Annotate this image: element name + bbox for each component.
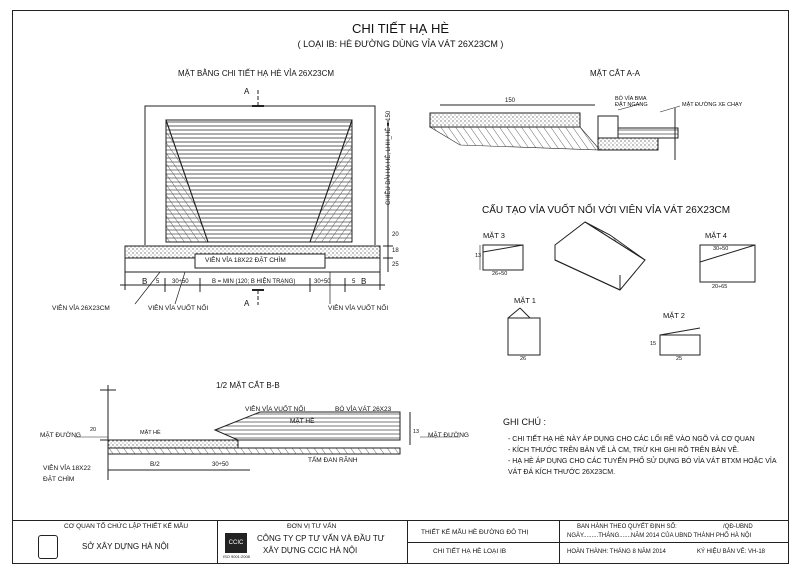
cau-tao-dim-25: 25 (676, 356, 683, 362)
cau-tao-title: CẤU TẠO VỈA VUỐT NỐI VỚI VIÊN VỈA VÁT 26… (482, 205, 731, 216)
tb-c3-top: THIẾT KẾ MẪU HÈ ĐƯỜNG ĐÔ THỊ (421, 529, 529, 536)
section-bb-dim-20: 20 (90, 427, 97, 433)
tb-c2-iso: ISO 9001:2008 (223, 554, 250, 559)
cau-tao-dim-30-50: 30÷50 (713, 246, 729, 252)
section-bb-bo-via: BÓ VỈA VÁT 26X23 (335, 406, 392, 413)
notes-item-1: - CHI TIẾT HẠ HÈ NÀY ÁP DỤNG CHO CÁC LỐI… (508, 436, 755, 443)
tb-c4-l3: HOÀN THÀNH: THÁNG 8 NĂM 2014 (567, 549, 666, 555)
section-bb-dim-13: 13 (413, 429, 420, 435)
section-mark-b-right: B (361, 277, 367, 286)
section-bb-b2: B/2 (150, 461, 160, 468)
section-bb-vuot-noi: VIÊN VỈA VUỐT NỐI (245, 406, 306, 413)
tb-c2-name1: CÔNG TY CP TƯ VẤN VÀ ĐẦU TƯ (257, 534, 385, 543)
plan-vertical-label: CHIỀU DÀI HẠ HÈ, LHH_HÈ = 150 (386, 110, 392, 205)
cau-tao-mat3: MẶT 3 (483, 231, 505, 240)
section-bb-mat-duong-left: MẶT ĐƯỜNG (40, 432, 81, 439)
cau-tao-dim-13: 13 (475, 253, 482, 259)
section-bb-mat-he: MẶT HÈ (290, 418, 315, 425)
section-bb-mat-duong-right: MẶT ĐƯỜNG (428, 432, 469, 439)
section-bb-title: 1/2 MẶT CẮT B-B (216, 381, 280, 390)
section-mark-b-left: B (142, 277, 148, 286)
section-aa-title: MẶT CẮT A-A (590, 69, 640, 78)
plan-dim-20: 20 (392, 232, 399, 238)
plan-callout-vuot-noi-left: VIÊN VỈA VUỐT NỐI (148, 305, 209, 312)
cau-tao-dim-26: 26 (520, 356, 527, 362)
plan-dim-5-right: 5 (352, 279, 356, 285)
title-block-cell-1: CƠ QUAN TỔ CHỨC LẬP THIẾT KẾ MẪU SỞ XÂY … (12, 521, 218, 563)
tb-c3-divider (407, 542, 559, 543)
cau-tao-dim-26-50: 26÷50 (492, 271, 508, 277)
cau-tao-dim-20-65: 20÷65 (712, 284, 728, 290)
tb-c1-top: CƠ QUAN TỔ CHỨC LẬP THIẾT KẾ MẪU (64, 523, 189, 530)
tb-c2-name2: XÂY DỰNG CCIC HÀ NỘI (263, 546, 358, 555)
cau-tao-mat1: MẶT 1 (514, 296, 536, 305)
tb-c1-name: SỞ XÂY DỰNG HÀ NỘI (82, 542, 169, 551)
plan-callout-vuot-noi-right: VIÊN VỈA VUỐT NỐI (328, 305, 389, 312)
tb-c4-divider (559, 542, 789, 543)
plan-dim-right: 30÷50 (314, 279, 331, 285)
plan-dim-25: 25 (392, 262, 399, 268)
tb-c4-l1b: /QĐ-UBND (723, 524, 753, 530)
tb-c4-l1: BAN HÀNH THEO QUYẾT ĐỊNH SỐ: (577, 524, 677, 530)
plan-dim-18: 18 (392, 248, 399, 254)
notes-item-4: VÁT ĐÁ KÍCH THƯỚC 26X23CM. (508, 469, 616, 476)
drawing-frame (12, 10, 789, 564)
tb-c3-bottom: CHI TIẾT HẠ HÈ LOẠI IB (433, 548, 507, 555)
page-title: CHI TIẾT HẠ HÈ (351, 21, 450, 36)
section-aa-mat-duong: MẶT ĐƯỜNG XE CHẠY (682, 102, 743, 108)
cau-tao-mat2: MẶT 2 (663, 311, 685, 320)
plan-title: MẶT BẰNG CHI TIẾT HẠ HÈ VỈA 26X23CM (178, 69, 335, 78)
tb-c4-l3b: KÝ HIỆU BẢN VẼ: VH-18 (697, 549, 766, 555)
section-bb-dat-chim: ĐẶT CHÌM (43, 476, 75, 483)
plan-dim-5-left: 5 (156, 279, 160, 285)
so-xay-dung-logo-icon (38, 535, 58, 559)
section-mark-a-top: A (244, 87, 250, 96)
title-block-cell-2: ĐƠN VỊ TƯ VẤN CCIC ISO 9001:2008 CÔNG TY… (217, 521, 408, 563)
plan-label-vien-via: VIÊN VỈA 18X22 ĐẶT CHÌM (205, 257, 286, 264)
cau-tao-mat4: MẶT 4 (705, 231, 727, 240)
section-bb-dim-30-50: 30÷50 (212, 462, 229, 468)
section-bb-vien-via-18: VIÊN VỈA 18X22 (43, 465, 91, 472)
section-aa-dim-150: 150 (505, 98, 516, 104)
section-bb-tam-dan: TẤM ĐAN RÃNH (308, 457, 358, 464)
title-block-cell-3: THIẾT KẾ MẪU HÈ ĐƯỜNG ĐÔ THỊ CHI TIẾT HẠ… (407, 521, 560, 563)
notes-item-2: - KÍCH THƯỚC TRÊN BẢN VẼ LÀ CM, TRỪ KHI … (508, 447, 739, 454)
plan-callout-via-26: VIÊN VỈA 26X23CM (52, 305, 110, 312)
page-subtitle: ( LOẠI IB: HÈ ĐƯỜNG DÙNG VỈA VÁT 26X23CM… (297, 39, 504, 49)
ccic-logo-icon: CCIC (225, 533, 247, 553)
title-block: CƠ QUAN TỔ CHỨC LẬP THIẾT KẾ MẪU SỞ XÂY … (12, 520, 789, 563)
plan-dim-left: 30÷50 (172, 279, 189, 285)
plan-label-b: B = MIN (120; B HIỆN TRẠNG) (212, 279, 296, 285)
tb-c2-top: ĐƠN VỊ TƯ VẤN (287, 523, 337, 530)
section-aa-bo-via: BÓ VỈA BMA ĐẶT NGANG (615, 96, 648, 108)
title-block-cell-4: BAN HÀNH THEO QUYẾT ĐỊNH SỐ: /QĐ-UBND NG… (559, 521, 789, 563)
cau-tao-dim-15: 15 (650, 341, 657, 347)
notes-item-3: - HẠ HÈ ÁP DỤNG CHO CÁC TUYẾN PHỐ SỬ DỤN… (508, 458, 777, 465)
tb-c4-l2: NGÀY.........THÁNG.......NĂM 2014 CỦA UB… (567, 533, 752, 539)
section-mark-a-bottom: A (244, 299, 250, 308)
section-bb-mat-he-small: MẶT HÈ (140, 430, 161, 436)
notes-title: GHI CHÚ : (503, 417, 547, 427)
